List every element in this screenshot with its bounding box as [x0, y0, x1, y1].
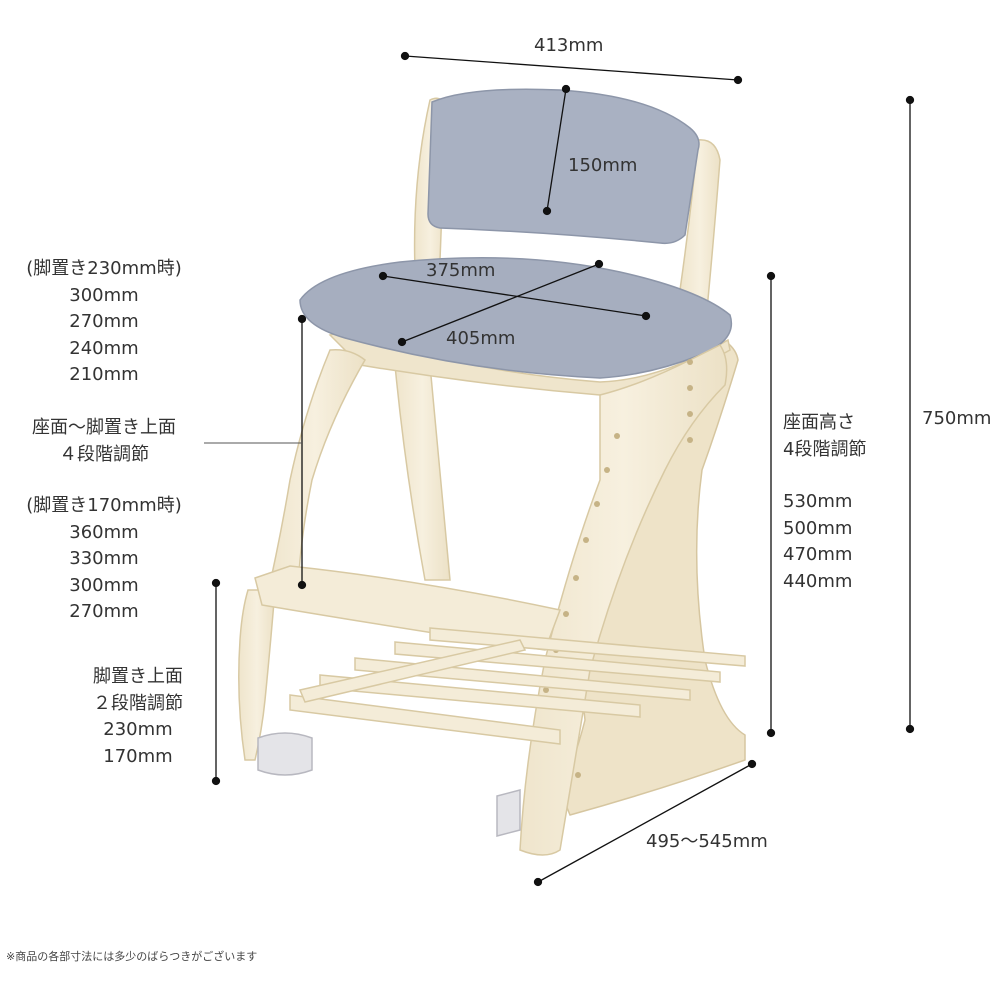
- footrest-height-group: 脚置き上面 ２段階調節 230mm 170mm: [50, 664, 226, 770]
- group-170-value: 360mm: [69, 521, 139, 543]
- seat-height-steps: 4段階調節: [783, 438, 867, 460]
- seat-to-footrest-heading: 座面〜脚置き上面 ４段階調節: [14, 415, 194, 468]
- group-170-value: 270mm: [69, 601, 139, 622]
- seat-height-value: 530mm: [783, 491, 853, 512]
- footnote: ※商品の各部寸法には多少のばらつきがございます: [6, 950, 258, 963]
- rear-leg: [394, 364, 451, 581]
- front-lower-frame: [238, 589, 276, 761]
- seat-to-footrest-230-group: (脚置き230mm時) 300mm 270mm 240mm 210mm: [14, 256, 194, 389]
- base-depth-label: 495〜545mm: [646, 831, 768, 852]
- group-170-label: (脚置き170mm時): [26, 495, 182, 516]
- group-230-label: (脚置き230mm時): [26, 258, 182, 279]
- seat-width-label: 375mm: [426, 260, 496, 281]
- group-230-value: 270mm: [69, 311, 139, 332]
- adjustment-holes: [543, 359, 693, 778]
- footrest-value: 170mm: [103, 745, 173, 767]
- seat-height-title: 座面高さ: [783, 412, 855, 433]
- footrest-value: 230mm: [103, 719, 173, 740]
- seat-cushion: [299, 257, 733, 379]
- rear-glide: [496, 789, 521, 837]
- front-arc-leg: [519, 344, 728, 856]
- seat-to-footrest-steps: ４段階調節: [59, 443, 149, 465]
- footrest-title: 脚置き上面: [93, 666, 183, 687]
- seat-depth-label: 405mm: [446, 328, 516, 349]
- group-230-value: 210mm: [69, 364, 139, 385]
- seat-to-footrest-title: 座面〜脚置き上面: [32, 417, 176, 438]
- group-170-value: 330mm: [69, 548, 139, 569]
- group-230-value: 300mm: [69, 284, 139, 306]
- seat-height-value: 440mm: [783, 570, 853, 592]
- backrest-pad: [427, 88, 700, 245]
- seat-height-value: 470mm: [783, 544, 853, 565]
- group-170-value: 300mm: [69, 574, 139, 596]
- footrest-steps: ２段階調節: [93, 692, 183, 714]
- overall-width-label: 413mm: [534, 35, 604, 56]
- chair-illustration: [238, 88, 746, 856]
- front-glide: [257, 732, 313, 776]
- lower-rails: [289, 627, 746, 745]
- backrest-height-label: 150mm: [568, 155, 638, 176]
- seat-height-value: 500mm: [783, 517, 853, 539]
- seat-height-group: 座面高さ 4段階調節 530mm 500mm 470mm 440mm: [783, 410, 866, 595]
- seat-to-footrest-170-group: (脚置き170mm時) 360mm 330mm 300mm 270mm: [14, 493, 194, 626]
- overall-height-label: 750mm: [922, 408, 992, 429]
- dimension-lines: [204, 51, 915, 887]
- footrest-plate: [254, 565, 562, 651]
- front-side-frame: [264, 348, 366, 607]
- group-230-value: 240mm: [69, 337, 139, 359]
